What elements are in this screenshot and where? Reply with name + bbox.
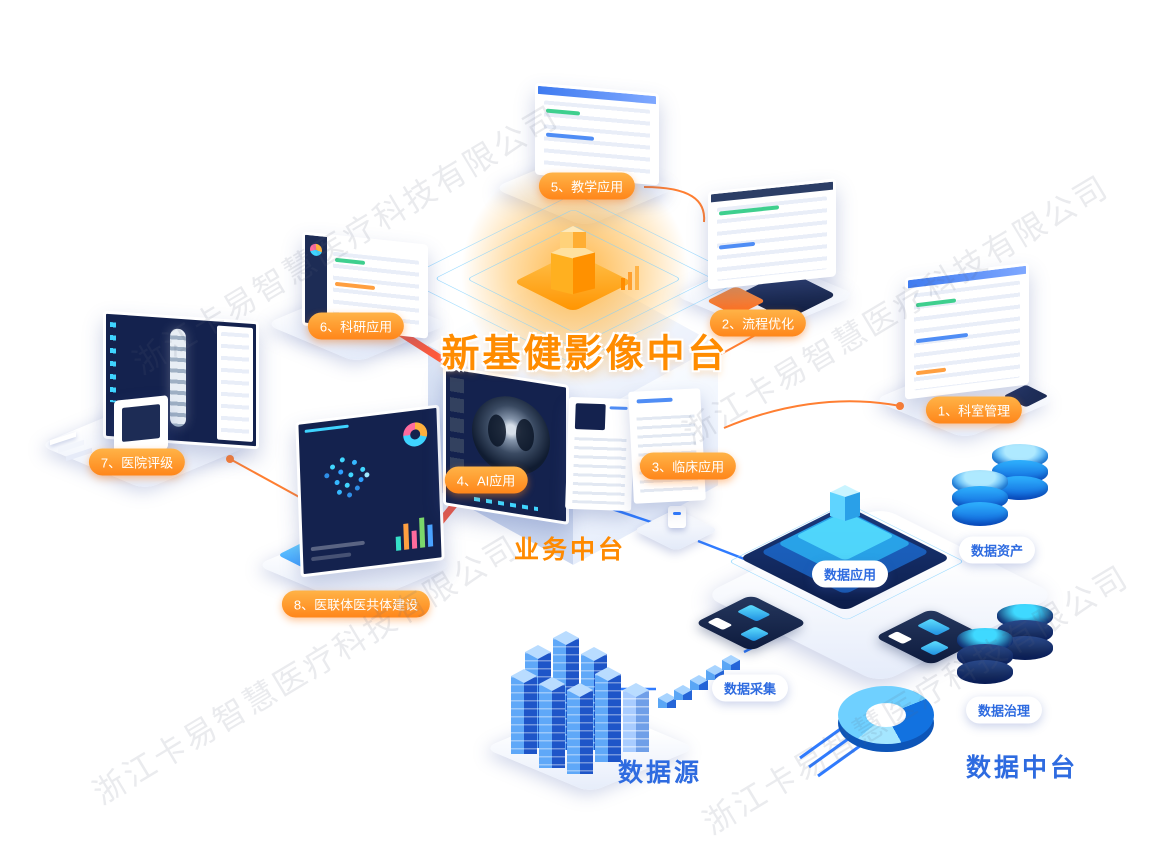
server-tower (539, 684, 565, 768)
db-disk (952, 502, 1008, 526)
ai-ct-screen (443, 365, 569, 525)
collect-block (722, 660, 740, 670)
badge-ai: 4、AI应用 (444, 466, 528, 494)
badge-data-asset: 数据资产 (958, 536, 1036, 564)
bar (411, 530, 418, 549)
collect-block (658, 698, 676, 708)
console-screen (736, 604, 771, 622)
connector-device (633, 492, 726, 562)
data-asset-databases (950, 444, 1060, 562)
badge-rating: 7、医院评级 (88, 448, 186, 476)
bar (419, 517, 426, 548)
data-source-label: 数据源 (617, 759, 703, 787)
badge-research: 6、科研应用 (307, 312, 405, 340)
server-tower (567, 690, 593, 774)
lung-left (488, 413, 506, 448)
doc-title-line (609, 406, 628, 410)
connector-box (668, 506, 686, 528)
department-monitor-screen (905, 262, 1029, 400)
dashboard-title-bar (304, 424, 349, 433)
db-stack (957, 628, 1013, 684)
server-tower (511, 676, 537, 754)
doc-text-lines (572, 437, 627, 505)
lung-right (516, 417, 534, 453)
skeleton-spine-image (170, 328, 186, 428)
clinical-document-page (565, 396, 635, 512)
badge-data-collection: 数据采集 (711, 674, 789, 702)
diagram-title: 新基健影像中台 (441, 333, 729, 376)
teaching-monitor-screen (535, 82, 659, 186)
business-platform-label: 业务中台 (513, 536, 627, 564)
db-disk (957, 660, 1013, 684)
map-dot-cluster (329, 464, 336, 470)
panel-rows (221, 331, 249, 438)
clinical-document-page (628, 388, 706, 504)
bar (635, 266, 639, 290)
link-department (723, 400, 901, 429)
department-station (873, 262, 1085, 470)
thumbnail-strip (450, 377, 464, 480)
data-cube-right (845, 492, 860, 521)
dashboard-row (310, 540, 365, 552)
donut-hole (410, 428, 421, 441)
tablet-screen (122, 404, 160, 442)
bar (621, 278, 625, 290)
screen-sidebar (305, 234, 327, 326)
collect-block (690, 680, 708, 690)
data-platform (660, 470, 1080, 750)
bar (403, 523, 410, 550)
db-stack (952, 470, 1008, 526)
badge-department: 1、科室管理 (925, 396, 1023, 424)
connector-led (673, 512, 681, 515)
bar (395, 536, 402, 551)
data-cube-left (830, 492, 845, 521)
badge-clinical: 3、临床应用 (639, 452, 737, 480)
screen-side-panel (217, 325, 253, 443)
alliance-dashboard-screen (295, 404, 445, 578)
data-source-cluster (483, 618, 705, 798)
toolbar-dots (474, 496, 538, 512)
donut-widget (402, 421, 428, 448)
pie-hole (866, 703, 906, 727)
rating-station (38, 310, 270, 510)
badge-data-application: 数据应用 (811, 560, 889, 588)
badge-teaching: 5、教学应用 (538, 172, 636, 200)
console-screen (919, 640, 950, 656)
badge-process: 2、流程优化 (709, 309, 807, 337)
data-platform-label: 数据中台 (965, 754, 1079, 782)
chart-bars-icon (621, 266, 639, 290)
bar (427, 524, 434, 547)
bar-chart-widget (395, 516, 434, 551)
building-top-left (560, 232, 573, 248)
collect-block (706, 670, 724, 680)
console-screen (916, 618, 951, 636)
dashboard-row (311, 552, 352, 562)
doc-title-line (636, 397, 673, 404)
mini-pie-icon (310, 243, 322, 257)
data-collection-blocks (648, 636, 758, 716)
ct-thumb (574, 403, 606, 431)
data-governance-databases (953, 604, 1063, 722)
building-mid-left (551, 253, 573, 295)
badge-data-governance: 数据治理 (965, 696, 1043, 724)
console-keyboard (707, 617, 733, 631)
building-mid-right (573, 252, 595, 294)
process-monitor-screen (708, 178, 836, 290)
badge-alliance: 8、医联体医共体建设 (281, 590, 431, 618)
collect-block (674, 690, 692, 700)
tablet-device (114, 395, 168, 455)
server-tower (623, 690, 649, 752)
toolbar-icons (110, 322, 116, 403)
governance-pie-chart (838, 686, 934, 752)
console-keyboard (887, 631, 913, 645)
building-top-right (573, 232, 586, 248)
server-tower (595, 674, 621, 762)
bar (628, 272, 632, 290)
console-screen (739, 626, 770, 642)
